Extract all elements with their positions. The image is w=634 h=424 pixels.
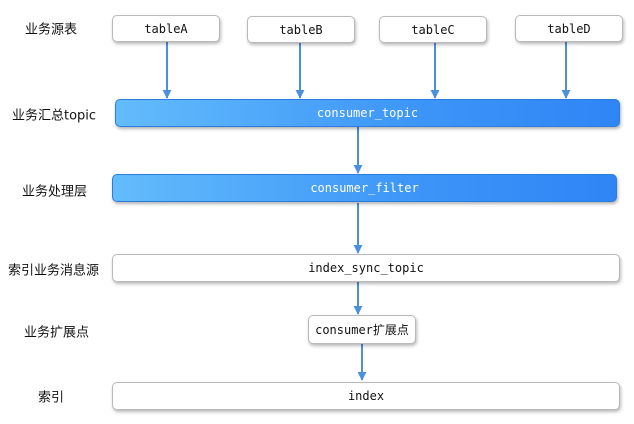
node-tableC: tableC	[379, 16, 487, 43]
row-label-summary-topic: 业务汇总topic	[12, 108, 97, 124]
node-tableA: tableA	[112, 15, 220, 42]
node-consumer-filter: consumer_filter	[112, 174, 617, 202]
node-index-sync-topic: index_sync_topic	[112, 254, 620, 282]
row-label-processing-layer: 业务处理层	[22, 184, 88, 200]
row-label-source-tables: 业务源表	[25, 22, 78, 38]
node-index: index	[112, 382, 620, 410]
row-label-index-message-source: 索引业务消息源	[8, 263, 100, 279]
node-consumer-extension: consumer扩展点	[308, 315, 416, 344]
node-consumer-topic: consumer_topic	[115, 99, 620, 127]
node-tableB: tableB	[247, 16, 355, 43]
row-label-extension-point: 业务扩展点	[24, 325, 90, 341]
row-label-index: 索引	[38, 390, 65, 406]
node-tableD: tableD	[515, 15, 623, 42]
